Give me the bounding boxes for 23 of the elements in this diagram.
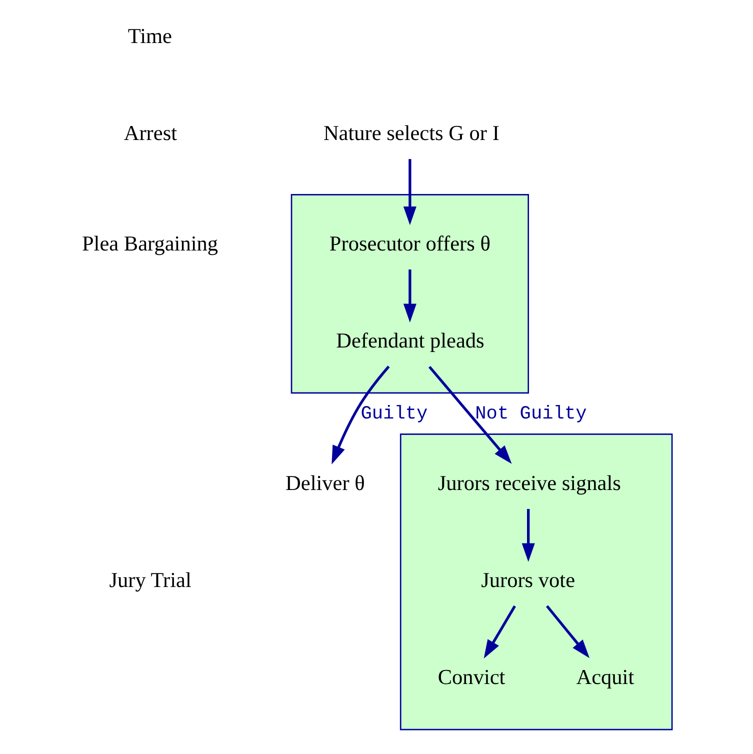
arrow [402, 269, 416, 322]
arrow [546, 605, 590, 658]
label: Plea Bargaining [81, 231, 218, 256]
arrow [402, 159, 416, 226]
label: Arrest [123, 120, 177, 145]
node-text: Jurors vote [480, 568, 575, 592]
label: Time [127, 24, 172, 48]
node-text: Nature selects G or I [322, 120, 499, 145]
label: Jury Trial [108, 568, 191, 592]
node-text: Prosecutor offers θ [328, 231, 490, 256]
cluster [290, 194, 528, 394]
arrow [483, 605, 516, 658]
node-text: Defendant pleads [336, 328, 484, 352]
node-text: Jurors receive signals [437, 470, 620, 495]
node-text: Convict [437, 665, 505, 690]
edge-label: Guilty [360, 402, 428, 425]
edge-label: Not Guilty [474, 402, 586, 425]
cluster [399, 434, 672, 730]
node-text: Acquit [576, 665, 634, 690]
arrow [521, 508, 534, 562]
arrow [428, 366, 512, 464]
arrow [331, 366, 390, 464]
node-text: Deliver θ [285, 470, 364, 495]
